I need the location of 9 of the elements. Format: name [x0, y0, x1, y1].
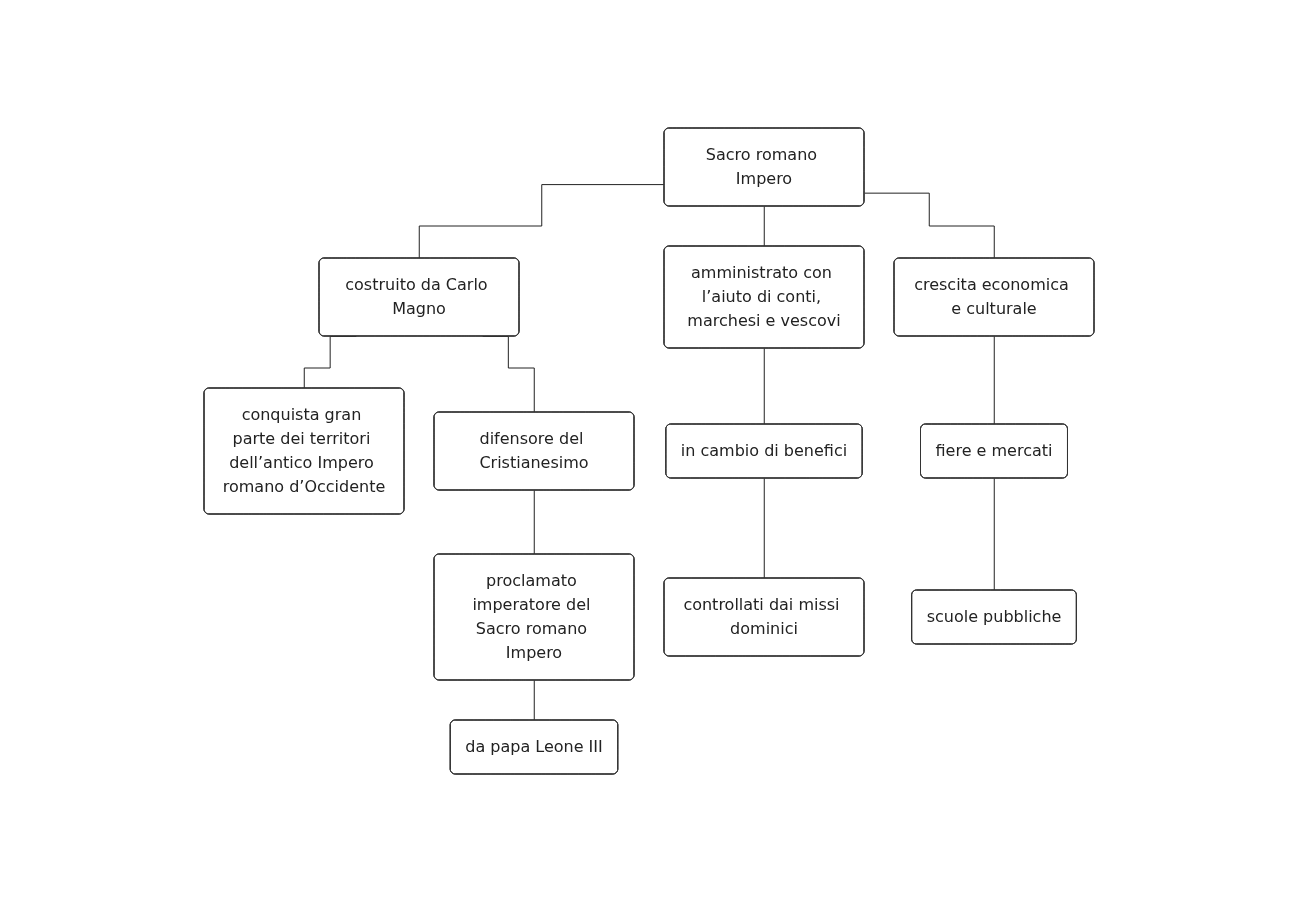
connector: [533, 679, 535, 721]
connector: [763, 205, 765, 247]
connector: [763, 477, 765, 579]
connector: [993, 477, 995, 591]
connector: [864, 192, 995, 259]
connector: [418, 183, 665, 259]
connector: [533, 489, 535, 555]
connector: [993, 335, 995, 425]
connector: [763, 347, 765, 425]
